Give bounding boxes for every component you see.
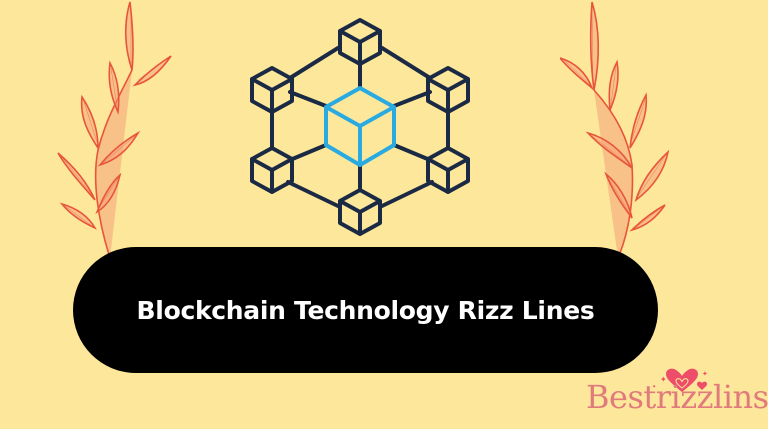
laurel-branch-right-icon — [560, 1, 670, 259]
blockchain-network-icon — [250, 18, 470, 236]
brand-logo[interactable]: ✦ ✦ ✦ Bestrizzlins — [582, 366, 768, 429]
cube-icon — [324, 86, 396, 167]
svg-text:✦: ✦ — [652, 384, 656, 390]
svg-text:✦: ✦ — [660, 375, 667, 384]
page-title: Blockchain Technology Rizz Lines — [136, 295, 595, 325]
brand-name: Bestrizzlins — [586, 378, 768, 416]
laurel-branch-left-icon — [57, 1, 172, 259]
svg-text:✦: ✦ — [702, 370, 708, 378]
title-banner: Blockchain Technology Rizz Lines — [73, 247, 658, 373]
heart-icon: ✦ ✦ ✦ — [652, 368, 708, 392]
